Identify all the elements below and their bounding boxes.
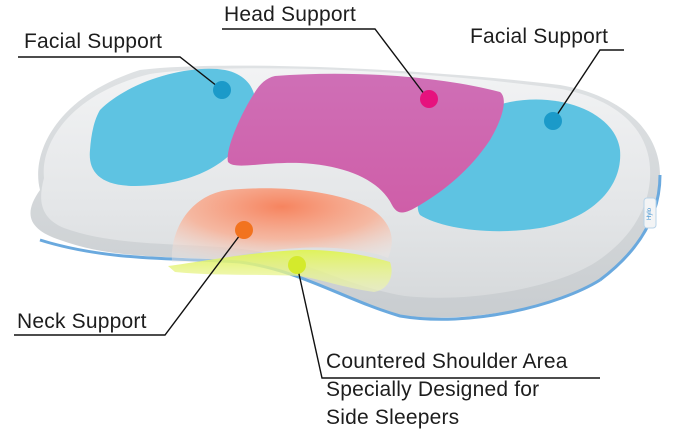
neck-support-label: Neck Support [17,310,147,333]
facial-support-left-zone [89,68,256,186]
facial-support-right-label: Facial Support [470,25,609,48]
neck-support-zone [171,188,392,262]
head-support-label: Head Support [224,3,356,26]
head-support-dot [420,90,438,108]
leader-neck [14,230,244,336]
leader-facial-left [18,56,223,91]
shoulder-area-label: Countered Shoulder Area Specially Design… [326,348,626,432]
shoulder-label-line-2: Specially Designed for [326,378,540,401]
brand-tag [643,197,657,229]
leader-head [222,28,429,100]
leader-shoulder [296,264,600,379]
shoulder-zone [168,249,392,292]
shoulder-area-dot [288,256,306,274]
leader-lines [14,28,624,379]
shoulder-label-line-3: Side Sleepers [326,406,460,429]
shoulder-label-line-1: Countered Shoulder Area [326,350,568,373]
leader-facial-right [552,49,624,122]
head-support-zone [227,73,504,213]
facial-support-left-label: Facial Support [24,30,163,53]
neck-support-dot [235,221,253,239]
facial-support-right-dot [544,112,562,130]
facial-support-left-dot [213,81,231,99]
brand-tag-text: Hylo [647,207,653,220]
